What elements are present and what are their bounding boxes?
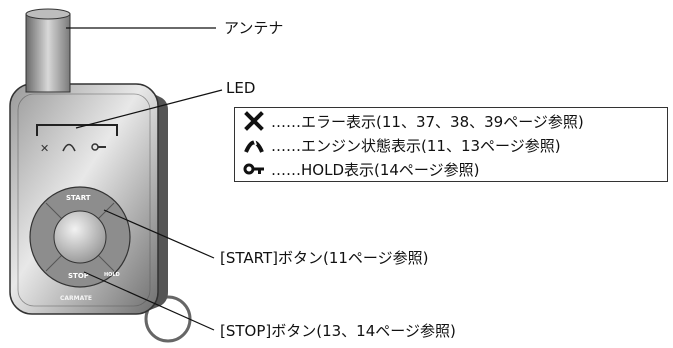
brand-text: CARMATE xyxy=(60,295,92,302)
start-button-label: [START]ボタン(11ページ参照) xyxy=(220,249,429,267)
antenna-label: アンテナ xyxy=(224,19,284,37)
legend-row-engine: ……エンジン状態表示(11、13ページ参照) xyxy=(243,134,561,156)
center-button[interactable] xyxy=(53,210,107,264)
led-legend-box: ……エラー表示(11、37、38、39ページ参照) ……エンジン状態表示(11、… xyxy=(234,107,668,182)
legend-text-error: ……エラー表示(11、37、38、39ページ参照) xyxy=(271,112,584,131)
antenna xyxy=(25,13,71,93)
key-icon xyxy=(243,163,264,175)
x-icon xyxy=(244,111,264,131)
legend-text-engine: ……エンジン状態表示(11、13ページ参照) xyxy=(271,136,561,155)
start-leader xyxy=(103,209,215,259)
led-x-mark: ✕ xyxy=(40,142,49,155)
start-text: START xyxy=(66,194,91,202)
stop-text: STOP xyxy=(68,272,89,280)
led-label: LED xyxy=(226,79,256,97)
legend-row-hold: ……HOLD表示(14ページ参照) xyxy=(243,158,480,180)
hold-text: HOLD xyxy=(104,272,120,278)
legend-text-hold: ……HOLD表示(14ページ参照) xyxy=(271,160,480,179)
stop-button-label: [STOP]ボタン(13、14ページ参照) xyxy=(220,322,456,340)
legend-row-error: ……エラー表示(11、37、38、39ページ参照) xyxy=(243,110,584,132)
engine-icon xyxy=(244,138,264,153)
led-engine-mark xyxy=(62,143,76,152)
stop-leader xyxy=(83,271,215,331)
led-leader xyxy=(75,89,223,129)
